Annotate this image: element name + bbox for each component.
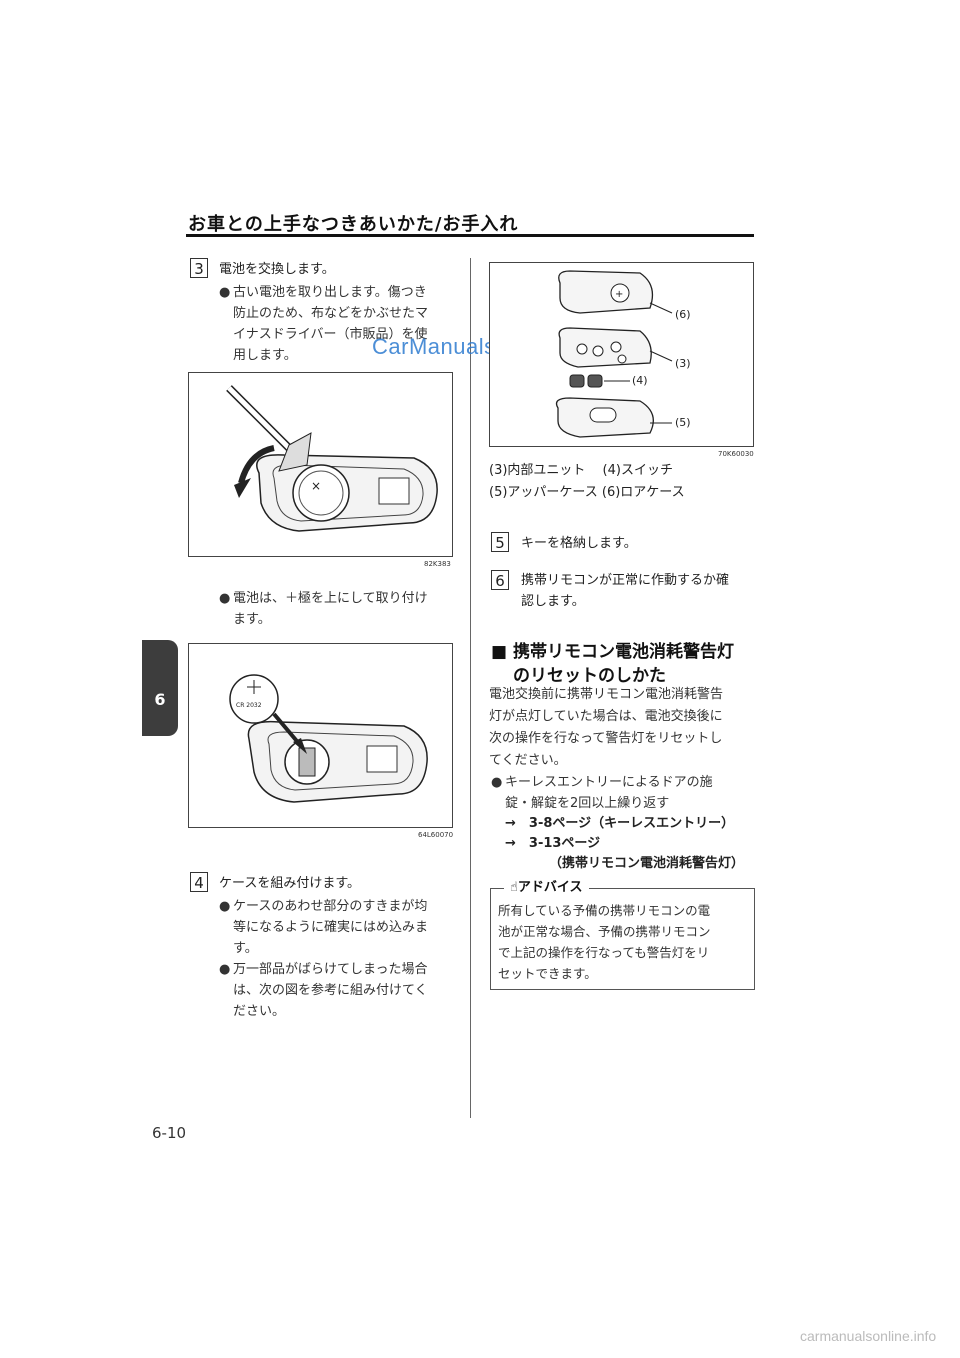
- footer-watermark: carmanualsonline.info: [800, 1328, 937, 1344]
- svg-text:+: +: [615, 289, 623, 300]
- svg-text:×: ×: [311, 479, 321, 493]
- callout-inner-unit: (3): [675, 357, 691, 370]
- callout-upper-case: (5): [675, 416, 691, 429]
- figure-battery-removal: ×: [188, 372, 453, 557]
- step-3-bullet: ●古い電池を取り出します。傷つき 防止のため、布などをかぶせたマ イナスドライバ…: [219, 285, 429, 363]
- step-number-5: 5: [491, 532, 509, 552]
- remote-exploded-view: +: [555, 270, 673, 438]
- chapter-number: 6: [154, 690, 166, 709]
- column-divider: [470, 258, 471, 1118]
- battery-orientation-note: ●電池は、＋極を上にして取り付け ます。: [219, 591, 428, 627]
- advice-text: 所有している予備の携帯リモコンの電 池が正常な場合、予備の携帯リモコン で上記の…: [498, 903, 711, 981]
- advice-box: [490, 888, 755, 990]
- battery-label: CR 2032: [236, 702, 262, 709]
- callout-switch: (4): [632, 374, 648, 387]
- section-paragraph: 電池交換前に携帯リモコン電池消耗警告 灯が点灯していた場合は、電池交換後に 次の…: [489, 687, 724, 768]
- step-number-4: 4: [190, 872, 208, 892]
- figure-battery-insertion: CR 2032: [188, 643, 453, 828]
- step-4-text: ケースを組み付けます。: [219, 876, 361, 891]
- advice-label: ☝アドバイス: [504, 876, 589, 895]
- figure-remote-parts: +: [489, 262, 754, 447]
- page-number: 6-10: [152, 1124, 187, 1142]
- battery-insertion-illustration: CR 2032: [229, 674, 428, 803]
- step-4-bullets: ●ケースのあわせ部分のすきまが均 等になるように確実にはめ込みま す。 ●万一部…: [219, 899, 429, 1019]
- step-number-3: 3: [190, 258, 208, 278]
- ref-keyless-entry[interactable]: → 3-8ページ（キーレスエントリー）: [505, 816, 735, 831]
- step-number-6: 6: [491, 570, 509, 590]
- page-references: → 3-8ページ（キーレスエントリー） → 3-13ページ （携帯リモコン電池消…: [505, 816, 745, 871]
- header-rule: [186, 234, 754, 237]
- chapter-tab: 6: [142, 640, 178, 736]
- step-5-text: キーを格納します。: [521, 536, 637, 551]
- step-3-text: 電池を交換します。: [219, 262, 335, 277]
- ref-warning-light[interactable]: → 3-13ページ: [505, 836, 601, 851]
- hand-icon: ☝: [510, 880, 518, 895]
- section-marker: ■: [491, 642, 508, 662]
- keyless-bullet: ●キーレスエントリーによるドアの施 錠・解錠を2回以上繰り返す: [491, 775, 713, 811]
- callout-lower-case: (6): [675, 308, 691, 321]
- battery-removal-illustration: ×: [226, 385, 438, 532]
- step-6-text: 携帯リモコンが正常に作動するか確 認します。: [521, 573, 730, 609]
- parts-legend: (3)内部ユニット (4)スイッチ (5)アッパーケース (6)ロアケース: [489, 463, 685, 500]
- figure-code: 70K60030: [718, 450, 754, 458]
- chapter-title: お車との上手なつきあいかた/お手入れ: [188, 214, 519, 235]
- figure-code: 82K383: [424, 560, 451, 568]
- section-heading: ■ 携帯リモコン電池消耗警告灯 のリセットのしかた: [491, 642, 734, 686]
- figure-code: 64L60070: [418, 831, 454, 839]
